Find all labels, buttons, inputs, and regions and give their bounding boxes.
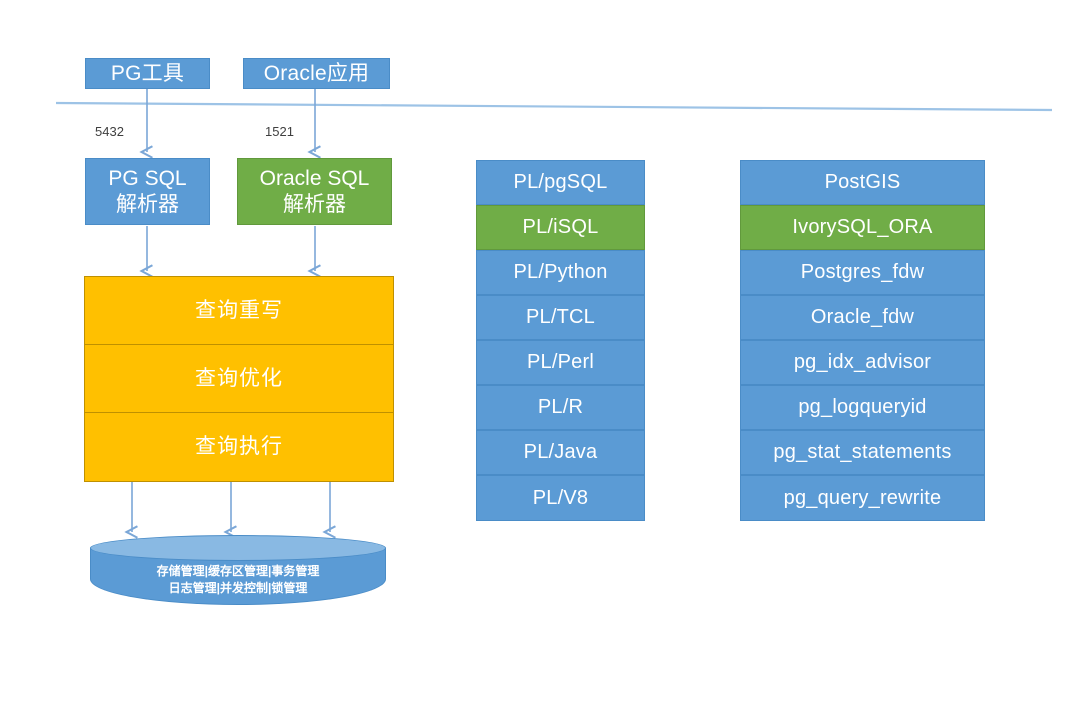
- pl-row-plperl-label: PL/Perl: [527, 351, 594, 373]
- pl-row-plv8-label: PL/V8: [532, 486, 589, 509]
- extension-row-postgis[interactable]: PostGIS: [740, 160, 985, 205]
- pl-row-pljava[interactable]: PL/Java: [476, 430, 645, 475]
- pl-row-pltcl-label: PL/TCL: [525, 306, 595, 328]
- extension-row-pg-idx-advisor-label: pg_idx_advisor: [793, 351, 932, 373]
- parser-box-pg-sql-line1: PG SQL: [108, 166, 187, 190]
- extension-row-pg-query-rewrite[interactable]: pg_query_rewrite: [740, 475, 985, 521]
- engine-stage-query-rewrite[interactable]: 查询重写: [84, 276, 394, 345]
- pl-row-plr[interactable]: PL/R: [476, 385, 645, 430]
- pl-row-plv8[interactable]: PL/V8: [476, 475, 645, 521]
- port-label-5432: 5432: [95, 124, 124, 139]
- storage-cylinder-line2: 日志管理|并发控制|锁管理: [168, 581, 308, 596]
- extension-row-pg-logqueryid-label: pg_logqueryid: [798, 396, 927, 418]
- parser-box-pg-sql-line2: 解析器: [116, 192, 179, 216]
- extension-row-oracle-fdw[interactable]: Oracle_fdw: [740, 295, 985, 340]
- engine-stage-query-optimize[interactable]: 查询优化: [84, 344, 394, 413]
- port-label-1521: 1521: [265, 124, 294, 139]
- storage-cylinder-text: 存储管理|缓存区管理|事务管理 日志管理|并发控制|锁管理: [90, 563, 386, 598]
- client-box-oracle-app[interactable]: Oracle应用: [243, 58, 390, 89]
- extension-row-pg-stat-statements[interactable]: pg_stat_statements: [740, 430, 985, 475]
- extension-row-pg-stat-statements-label: pg_stat_statements: [773, 441, 952, 463]
- pl-row-pltcl[interactable]: PL/TCL: [476, 295, 645, 340]
- storage-cylinder-top-cap: [90, 535, 386, 561]
- extension-row-oracle-fdw-label: Oracle_fdw: [810, 306, 915, 328]
- parser-box-oracle-sql[interactable]: Oracle SQL 解析器: [237, 158, 392, 225]
- engine-stage-query-execute[interactable]: 查询执行: [84, 412, 394, 482]
- client-box-oracle-app-label: Oracle应用: [263, 61, 370, 85]
- pl-row-plr-label: PL/R: [537, 396, 584, 418]
- storage-cylinder-line1: 存储管理|缓存区管理|事务管理: [156, 564, 320, 578]
- pl-row-plisql-label: PL/iSQL: [522, 216, 599, 238]
- pl-row-plpython-label: PL/Python: [513, 261, 608, 283]
- extension-row-postgis-label: PostGIS: [824, 171, 901, 193]
- engine-stage-query-execute-label: 查询执行: [195, 435, 283, 459]
- extension-row-pg-query-rewrite-label: pg_query_rewrite: [783, 486, 942, 509]
- pl-row-plpgsql[interactable]: PL/pgSQL: [476, 160, 645, 205]
- engine-stage-query-rewrite-label: 查询重写: [195, 298, 283, 322]
- extension-row-ivorysql-ora-label: IvorySQL_ORA: [792, 216, 933, 238]
- extension-row-pg-logqueryid[interactable]: pg_logqueryid: [740, 385, 985, 430]
- pl-row-plpython[interactable]: PL/Python: [476, 250, 645, 295]
- extension-row-ivorysql-ora[interactable]: IvorySQL_ORA: [740, 205, 985, 250]
- parser-box-oracle-sql-line2: 解析器: [283, 192, 346, 216]
- engine-stage-query-optimize-label: 查询优化: [195, 366, 283, 390]
- pl-row-pljava-label: PL/Java: [523, 441, 598, 463]
- client-box-pg-tool[interactable]: PG工具: [85, 58, 210, 89]
- extension-row-postgres-fdw-label: Postgres_fdw: [800, 261, 925, 283]
- parser-box-pg-sql[interactable]: PG SQL 解析器: [85, 158, 210, 225]
- parser-box-oracle-sql-line1: Oracle SQL: [259, 166, 370, 190]
- storage-cylinder[interactable]: 存储管理|缓存区管理|事务管理 日志管理|并发控制|锁管理: [90, 535, 386, 607]
- client-box-pg-tool-label: PG工具: [110, 61, 185, 85]
- pl-row-plpgsql-label: PL/pgSQL: [513, 171, 608, 193]
- extension-row-pg-idx-advisor[interactable]: pg_idx_advisor: [740, 340, 985, 385]
- extension-row-postgres-fdw[interactable]: Postgres_fdw: [740, 250, 985, 295]
- pl-row-plisql[interactable]: PL/iSQL: [476, 205, 645, 250]
- boundary-divider-line: [55, 101, 1053, 112]
- pl-row-plperl[interactable]: PL/Perl: [476, 340, 645, 385]
